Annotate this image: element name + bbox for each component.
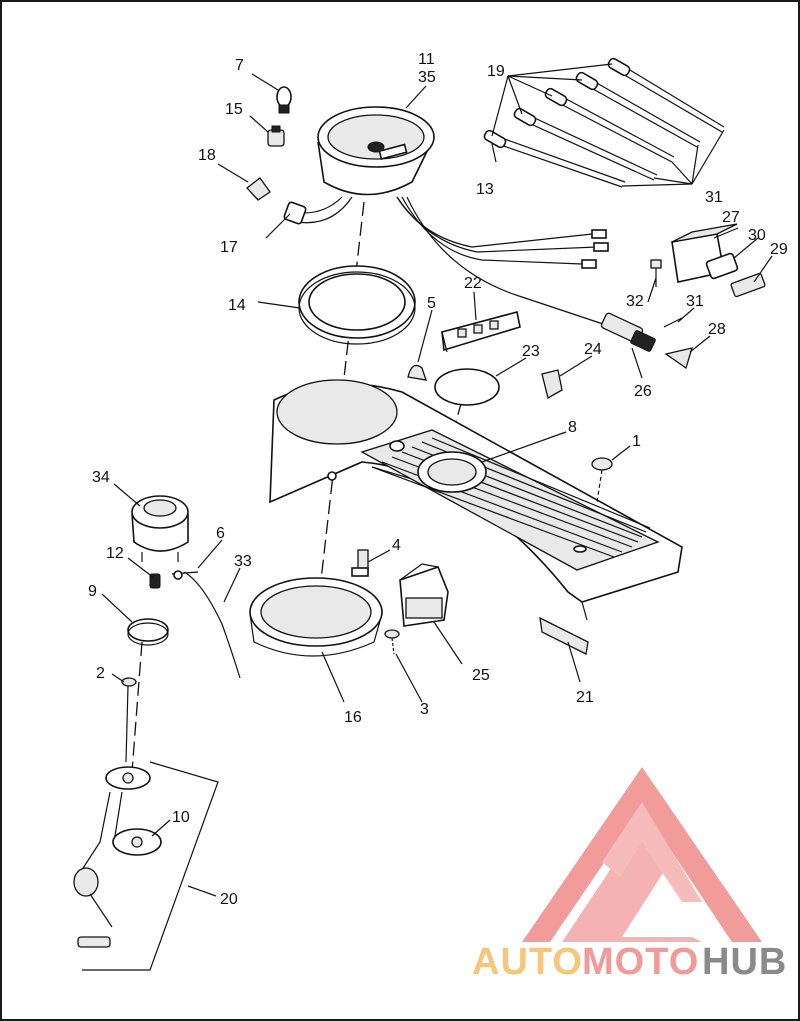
terminal-2 bbox=[593, 242, 609, 252]
callout-9: 9 bbox=[88, 583, 97, 600]
watermark-hub: HUB bbox=[702, 941, 787, 983]
watermark-auto: AUTO bbox=[472, 941, 583, 983]
callout-3: 3 bbox=[420, 701, 429, 718]
callout-26: 26 bbox=[634, 383, 652, 400]
bracket-24 bbox=[541, 369, 563, 399]
bracket-21 bbox=[539, 616, 589, 655]
callout-10: 10 bbox=[172, 809, 190, 826]
callout-labels: 7 11 35 19 15 18 13 31 17 27 30 29 14 22… bbox=[88, 51, 788, 908]
callout-25: 25 bbox=[472, 667, 490, 684]
screw-1 bbox=[591, 457, 613, 503]
bracket-20 bbox=[82, 761, 219, 971]
indicator-22 bbox=[441, 311, 521, 353]
terminal-1 bbox=[591, 229, 607, 239]
relay-25 bbox=[399, 563, 449, 627]
callout-21: 21 bbox=[576, 689, 594, 706]
console-grille bbox=[371, 437, 651, 558]
harness-33 bbox=[183, 571, 241, 679]
callout-18: 18 bbox=[198, 147, 216, 164]
clip-28 bbox=[664, 347, 693, 370]
connector-26 bbox=[600, 312, 656, 352]
callout-20: 20 bbox=[220, 891, 238, 908]
callout-16: 16 bbox=[344, 709, 362, 726]
callout-30: 30 bbox=[748, 227, 766, 244]
gasket-10-hole bbox=[131, 836, 143, 848]
gasket-ring-14 bbox=[298, 265, 416, 345]
callout-8: 8 bbox=[568, 419, 577, 436]
callout-31b: 31 bbox=[686, 293, 704, 310]
callout-32: 32 bbox=[626, 293, 644, 310]
callout-14: 14 bbox=[228, 297, 246, 314]
wire-a bbox=[396, 196, 593, 248]
callout-5: 5 bbox=[427, 295, 436, 312]
callout-22: 22 bbox=[464, 275, 482, 292]
callout-4: 4 bbox=[392, 537, 401, 554]
stud-4 bbox=[351, 549, 369, 577]
bulb-7 bbox=[276, 86, 292, 114]
callout-6: 6 bbox=[216, 525, 225, 542]
gasket-30 bbox=[705, 252, 739, 280]
screw-2 bbox=[121, 677, 137, 763]
watermark-moto: MOTO bbox=[582, 941, 699, 983]
callout-19: 19 bbox=[487, 63, 505, 80]
eyelet-6 bbox=[173, 570, 183, 580]
centerline-sender bbox=[131, 641, 143, 773]
callout-7: 7 bbox=[235, 57, 244, 74]
oring-23 bbox=[434, 368, 500, 406]
callout-34: 34 bbox=[92, 469, 110, 486]
screw-3 bbox=[384, 629, 400, 655]
callout-23: 23 bbox=[522, 343, 540, 360]
leader-lines bbox=[101, 73, 773, 897]
housing-16 bbox=[249, 577, 383, 657]
cover-29 bbox=[730, 272, 766, 298]
callout-1: 1 bbox=[632, 433, 641, 450]
callout-12: 12 bbox=[106, 545, 124, 562]
callout-24: 24 bbox=[584, 341, 602, 358]
wire-d bbox=[406, 196, 613, 328]
callout-13: 13 bbox=[476, 181, 494, 198]
terminal-3 bbox=[581, 259, 597, 269]
fuel-gauge-34 bbox=[131, 495, 189, 562]
wire-c bbox=[401, 196, 583, 265]
callout-2: 2 bbox=[96, 665, 105, 682]
oring-9 bbox=[127, 618, 169, 642]
callout-33: 33 bbox=[234, 553, 252, 570]
callout-17: 17 bbox=[220, 239, 238, 256]
callout-28: 28 bbox=[708, 321, 726, 338]
speedometer-part bbox=[317, 106, 435, 196]
console-8 bbox=[269, 379, 683, 621]
fuel-sender-20 bbox=[73, 766, 151, 948]
watermark-text: AUTO MOTO HUB bbox=[472, 941, 787, 983]
grommet-18 bbox=[246, 177, 271, 201]
oring-9-inner bbox=[127, 622, 169, 646]
watermark-logo bbox=[522, 767, 762, 942]
callout-31a: 31 bbox=[705, 189, 723, 206]
callout-35: 35 bbox=[418, 69, 436, 86]
callout-15: 15 bbox=[225, 101, 243, 118]
nut-5 bbox=[407, 364, 427, 381]
grommet-17 bbox=[283, 201, 307, 225]
wire-b bbox=[396, 196, 598, 253]
callout-27: 27 bbox=[722, 209, 740, 226]
screw-32 bbox=[650, 259, 662, 287]
leads-19 bbox=[483, 57, 725, 188]
socket-15 bbox=[267, 125, 285, 147]
wire-f bbox=[296, 196, 353, 224]
callout-11: 11 bbox=[418, 51, 435, 68]
pin-31 bbox=[663, 317, 683, 328]
callout-29: 29 bbox=[770, 241, 788, 258]
